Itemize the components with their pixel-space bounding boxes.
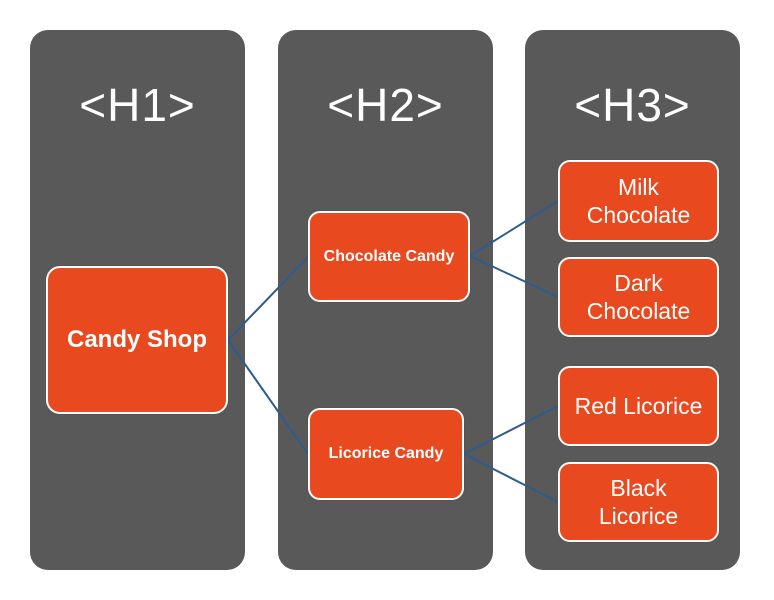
node-dark-chocolate: Dark Chocolate bbox=[558, 257, 719, 337]
node-chocolate-candy: Chocolate Candy bbox=[308, 211, 470, 302]
node-red-licorice: Red Licorice bbox=[558, 366, 719, 446]
column-h1-header: <H1> bbox=[79, 79, 196, 131]
node-candy-shop: Candy Shop bbox=[46, 266, 228, 414]
node-licorice-candy: Licorice Candy bbox=[308, 408, 464, 500]
connector-candyshop-licorice bbox=[227, 339, 309, 455]
connector-chocolate-dark bbox=[469, 255, 559, 298]
column-h3-header: <H3> bbox=[574, 79, 691, 131]
connector-licorice-black bbox=[463, 453, 559, 503]
connector-chocolate-milk bbox=[469, 200, 559, 257]
node-milk-chocolate: Milk Chocolate bbox=[558, 160, 719, 242]
node-black-licorice: Black Licorice bbox=[558, 462, 719, 542]
column-h2-header: <H2> bbox=[327, 79, 444, 131]
connector-candyshop-chocolate bbox=[227, 256, 309, 341]
connector-licorice-red bbox=[463, 405, 559, 455]
